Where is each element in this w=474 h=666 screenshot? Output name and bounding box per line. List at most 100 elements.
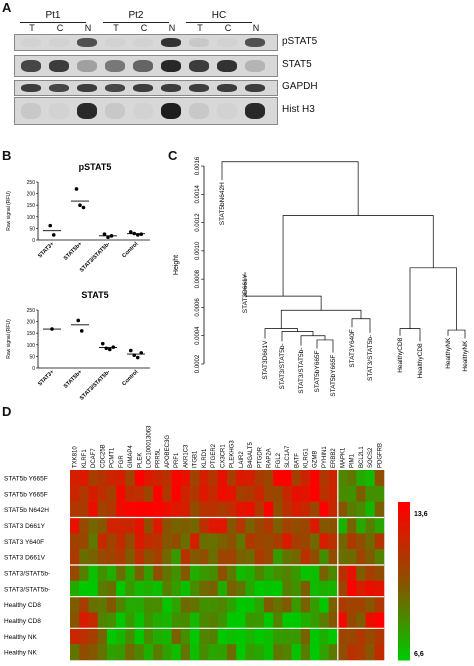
leaf-label: STAT3/STAT5b- [279,343,286,389]
y-tick-label: 150 [27,203,36,209]
heatmap-cell [199,549,209,566]
color-scale-step [398,537,410,542]
heatmap-cell [208,628,219,645]
heatmap-cell [162,565,172,582]
group-label: Pt2 [128,10,144,21]
heatmap-cell [356,501,366,518]
heatmap-cell [116,565,126,582]
heatmap-cell [291,628,302,645]
data-point [76,318,81,323]
heatmap-cell [171,565,182,582]
gene-label: PCMT1 [110,447,116,468]
heatmap-cell [254,628,265,645]
blot-band [49,60,69,72]
heatmap-cell [365,470,376,487]
heatmap-cell [70,470,80,487]
heatmap-cell [70,628,80,645]
heatmap-cell [180,533,191,550]
heatmap-cell [116,644,126,661]
blot-strip [14,97,278,125]
heatmap-cell [291,596,302,613]
heatmap-cell [310,485,320,502]
heatmap-cell [254,533,265,550]
heatmap-cell [245,644,256,661]
height-tick-label: 0.0016 [195,156,201,175]
heatmap-cell [171,549,182,566]
heatmap-cell [347,470,357,487]
heatmap-cell [153,533,163,550]
y-tick-label: 100 [27,343,36,349]
heatmap-cell [162,485,172,502]
heatmap-cell [153,470,163,487]
gene-label: PLEKHG3 [230,440,236,468]
heatmap-cell [88,470,99,487]
blot-band [105,38,125,47]
heatmap-cell [374,517,385,534]
dendrogram-link [280,309,362,329]
heatmap-cell [70,565,80,582]
lane-label: T [113,23,119,33]
blot-band [217,60,237,72]
heatmap-cell [199,517,209,534]
color-scale-step [398,636,410,641]
heatmap-cell [291,501,302,518]
heatmap-cell [254,485,265,502]
heatmap-cell [273,628,283,645]
heatmap-cell [227,565,237,582]
heatmap-cell [236,501,246,518]
heatmap-cell [254,470,265,487]
leaf-label: HealthyNK [462,340,469,372]
heatmap-cell [365,565,376,582]
heatmap-cell [106,565,117,582]
heatmap-cell [310,517,320,534]
heatmap-cell [310,501,320,518]
blot-band [161,103,181,119]
heatmap-cell [328,580,339,597]
heatmap-cell [245,565,256,582]
heatmap-cell [319,501,329,518]
gene-label: PTGER2 [211,443,217,468]
heatmap-cell [263,501,274,518]
gene-label: KLRF1 [82,449,88,468]
sample-label: Healthy NK [4,650,38,657]
heatmap-cell [134,628,145,645]
heatmap-cell [199,644,209,661]
dendrogram-link [221,161,359,216]
heatmap-cell [125,628,135,645]
gene-label: PYHIN1 [322,446,328,468]
heatmap-cell [106,596,117,613]
leaf-label: STAT5bY665F [314,350,321,392]
heatmap-cell [328,485,339,502]
category-label: STAT3+ [37,369,55,387]
heatmap-cell [282,612,292,629]
blot-band [105,83,125,93]
color-scale-step [398,640,410,645]
heatmap-cell [143,628,154,645]
heatmap-cell [347,517,357,534]
heatmap-cell [106,470,117,487]
color-scale-step [398,561,410,566]
heatmap-cell [337,549,348,566]
heatmap-cell [319,549,329,566]
blot-band [245,103,265,119]
heatmap-cell [347,580,357,597]
heatmap-cell [273,501,283,518]
heatmap-cell [162,501,172,518]
heatmap-cell [88,549,99,566]
gene-label: MAPK1 [340,447,346,468]
data-point [102,232,107,236]
heatmap-cell [70,580,80,597]
heatmap-cell [328,470,339,487]
heatmap-cell [291,485,302,502]
blot-band [21,103,41,119]
leaf-label: STAT5bY665F [330,355,337,397]
y-axis-label: Raw signal (RFU) [6,319,12,359]
heatmap-cell [227,644,237,661]
heatmap-cell [88,612,99,629]
heatmap-cell [291,580,302,597]
heatmap-cell [153,580,163,597]
color-scale-step [398,612,410,618]
color-scale-step [398,545,410,550]
gene-label: SOCS2 [368,447,374,468]
blot-strip [14,34,278,51]
